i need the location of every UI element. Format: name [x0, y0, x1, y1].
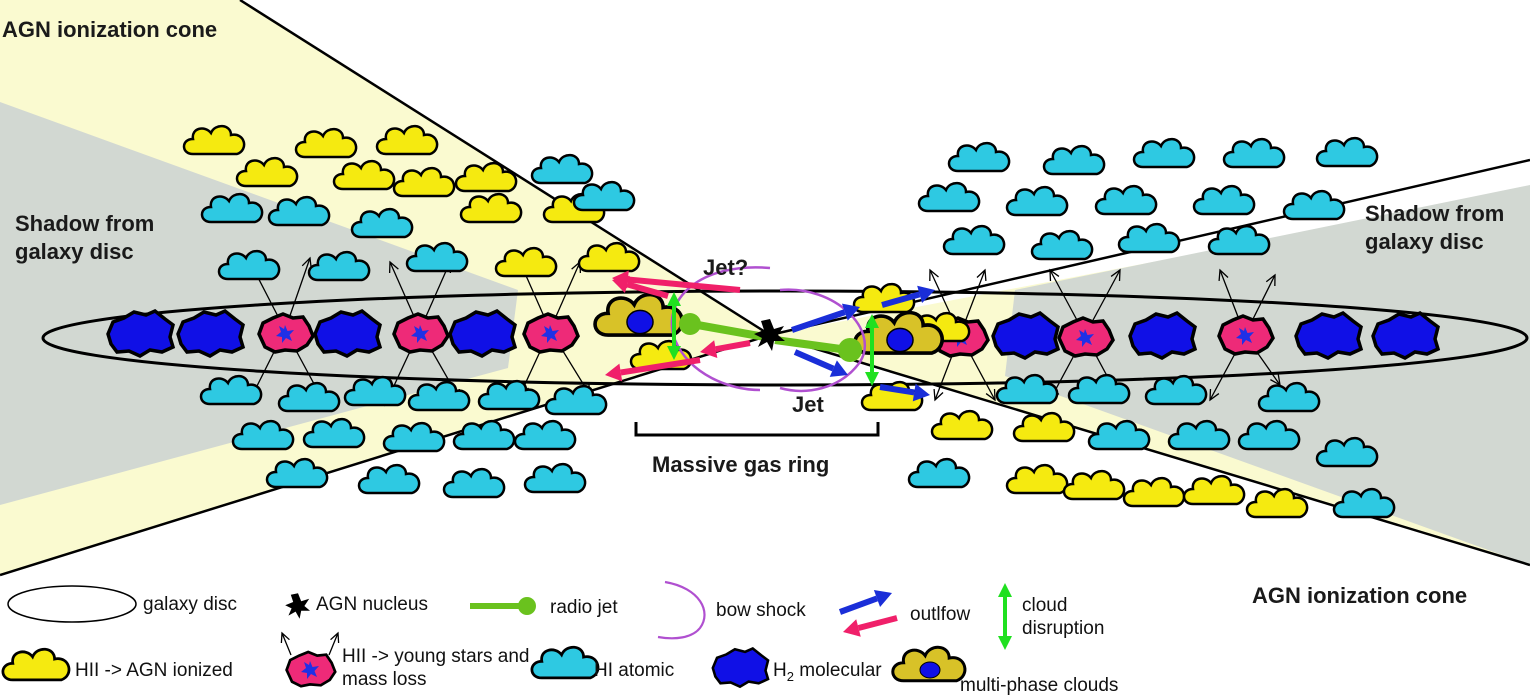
hi-atomic-cloud [530, 153, 594, 185]
cone-edge [0, 333, 771, 577]
jet-question-label: Jet? [703, 255, 749, 280]
ring-bracket [634, 422, 880, 437]
shadow-label-left: Shadow from galaxy disc [15, 211, 155, 264]
hi-atomic-cloud [942, 224, 1006, 256]
legend-jet-label: radio jet [550, 597, 618, 618]
legend-agn-icon [285, 593, 310, 619]
ring-label: Massive gas ring [652, 452, 830, 477]
legend-multiphase-label: multi-phase clouds [960, 675, 1119, 696]
hi-atomic-cloud [1132, 137, 1196, 169]
outflow-arrow [879, 383, 930, 402]
outflow-arrows [605, 270, 935, 402]
legend-disruption-label: cloud disruption [1022, 595, 1105, 639]
clouds [106, 124, 1440, 519]
hii-agn-ionized-cloud [1005, 463, 1069, 495]
hii-agn-ionized-cloud [1062, 469, 1126, 501]
hii-young-stars-cloud [257, 312, 315, 354]
legend-hii-young-label: HII -> young stars and mass loss [342, 646, 530, 690]
legend-inflow-arrow-icon [843, 615, 898, 637]
shadow-label-right: Shadow from galaxy disc [1365, 201, 1505, 254]
cone-edge [239, 0, 771, 337]
hi-atomic-cloud [523, 462, 587, 494]
legend-mass-loss-arrow-icon [280, 631, 292, 656]
cloud-disruption-arrow [667, 292, 681, 360]
legend-hii-agn-label: HII -> AGN ionized [75, 660, 233, 681]
hi-atomic-cloud [1030, 229, 1094, 261]
legend-multiphase-core [919, 661, 941, 679]
hi-atomic-cloud [1094, 184, 1158, 216]
legend-bow-shock-icon [657, 580, 706, 640]
hi-atomic-cloud [1005, 185, 1069, 217]
cone-edge [769, 333, 1530, 567]
legend-outflow-arrow-icon [838, 590, 892, 615]
legend-outflow-label: outlfow [910, 604, 971, 625]
radio-jet-right [774, 336, 849, 354]
hi-atomic-cloud [357, 463, 421, 495]
hi-atomic-cloud [1282, 189, 1346, 221]
legend-h2-subscript: 2 [786, 668, 794, 684]
inflow-arrow [700, 340, 751, 359]
hii-agn-ionized-cloud [930, 409, 994, 441]
legend-h2-label: H2 molecular [773, 660, 882, 684]
multi-phase-cloud [853, 310, 945, 355]
legend [1, 580, 1012, 688]
multi-phase-cloud [593, 292, 685, 337]
hii-young-stars-cloud [392, 312, 450, 354]
legend-hi-atomic-label: HI atomic [594, 660, 675, 681]
hi-atomic-cloud [1222, 137, 1286, 169]
hi-atomic-cloud [1042, 144, 1106, 176]
hi-atomic-cloud [1207, 224, 1271, 256]
outflow-arrow [881, 285, 935, 308]
legend-hii-agn-icon [1, 647, 71, 682]
galaxy-disc [41, 289, 1529, 387]
legend-jet-head-icon [518, 597, 536, 615]
radio-jet-left-head [679, 313, 701, 335]
legend-h2-suffix: molecular [793, 660, 882, 681]
outflow-arrow [791, 303, 860, 333]
hi-atomic-cloud [1315, 136, 1379, 168]
hi-atomic-cloud [572, 180, 636, 212]
cloud-disruption-arrow [865, 314, 879, 386]
hi-atomic-cloud [1192, 184, 1256, 216]
legend-mass-loss-arrow-icon [328, 631, 340, 656]
hii-young-stars-cloud [522, 312, 580, 354]
legend-h2-icon [711, 647, 770, 688]
inflow-arrow [605, 357, 701, 382]
hi-atomic-cloud [907, 457, 971, 489]
cone-label-top-left: AGN ionization cone [2, 17, 218, 42]
radio-jet-left [691, 320, 766, 341]
inflow-arrow [612, 275, 669, 299]
bow-shock-right [779, 288, 867, 393]
legend-bow-shock-label: bow shock [716, 600, 806, 621]
hi-atomic-cloud [513, 419, 577, 451]
radio-jet-right-head [838, 338, 862, 362]
hi-atomic-cloud [1117, 222, 1181, 254]
legend-agn-label: AGN nucleus [316, 594, 428, 615]
hi-atomic-cloud [442, 467, 506, 499]
legend-galaxy-disc-icon [7, 585, 137, 623]
hii-agn-ionized-cloud [1122, 476, 1186, 508]
legend-h2-prefix: H [773, 660, 787, 681]
legend-disruption-arrow-icon [998, 583, 1012, 650]
legend-galaxy-disc-label: galaxy disc [143, 594, 237, 615]
outflow-arrow [793, 349, 848, 377]
hii-young-stars-cloud [1217, 314, 1275, 356]
cone-label-bottom-right: AGN ionization cone [1252, 583, 1468, 608]
hii-agn-ionized-cloud [1182, 474, 1246, 506]
hii-young-stars-cloud [1057, 316, 1115, 358]
jet-label: Jet [792, 392, 824, 417]
hi-atomic-cloud [917, 181, 981, 213]
hi-atomic-cloud [947, 141, 1011, 173]
